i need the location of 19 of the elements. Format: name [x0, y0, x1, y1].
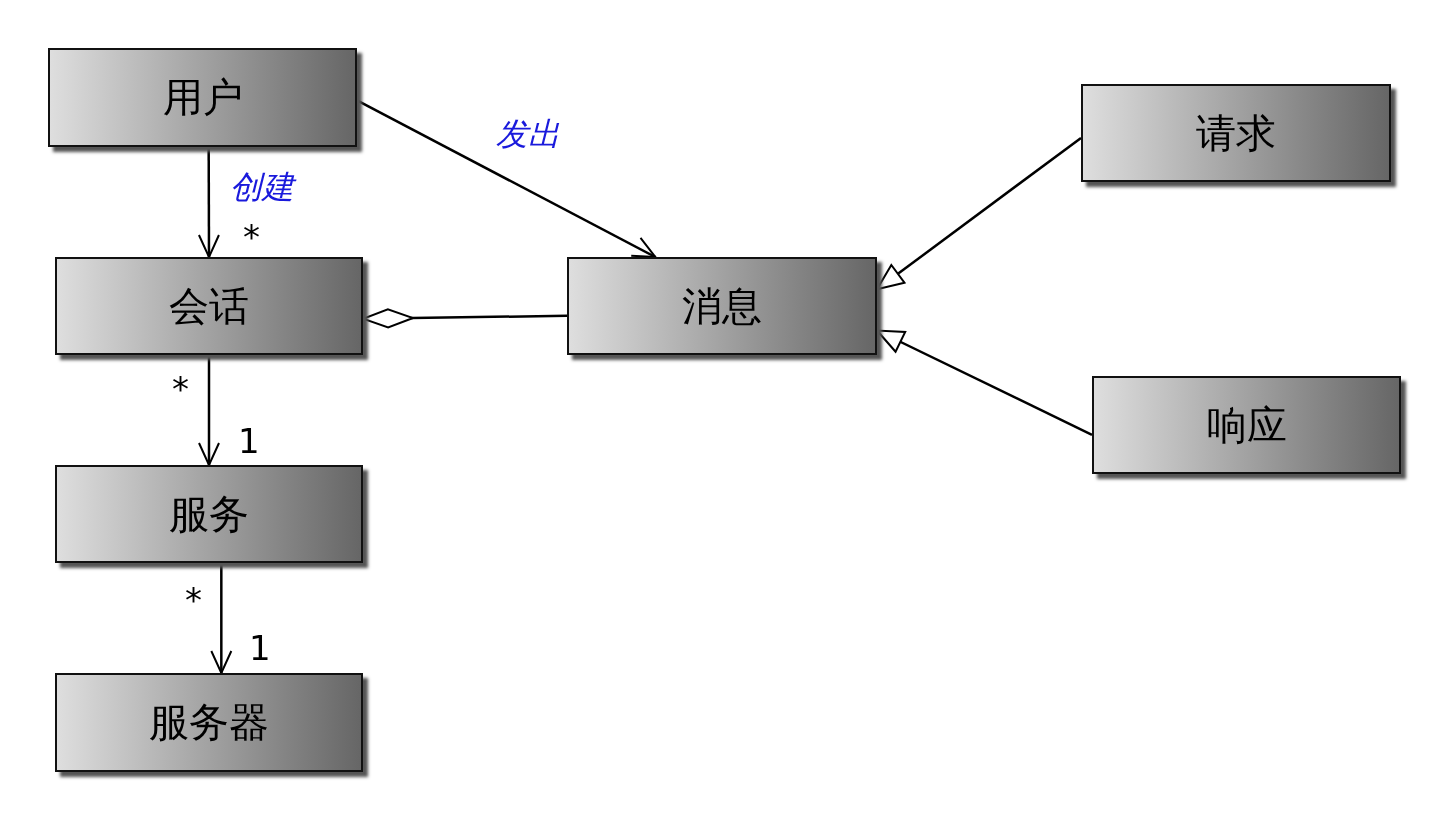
- class-box: 服务: [55, 465, 363, 563]
- multiplicity-label: 1: [249, 631, 271, 665]
- inheritance-arrow: [876, 136, 1082, 291]
- arrow: [210, 563, 233, 674]
- class-box: 消息: [567, 257, 877, 355]
- class-box: 请求: [1081, 84, 1391, 182]
- class-box: 用户: [48, 48, 357, 147]
- class-box: 会话: [55, 257, 363, 355]
- arrow: [356, 99, 657, 259]
- arrow: [198, 355, 220, 466]
- class-box: 服务器: [55, 673, 363, 772]
- multiplicity-label: 1: [238, 424, 260, 458]
- multiplicity-label: *: [243, 220, 260, 254]
- multiplicity-label: *: [172, 372, 189, 406]
- arrow: [197, 147, 220, 258]
- aggregation-line: [362, 308, 567, 329]
- class-box: 响应: [1092, 376, 1401, 474]
- inheritance-arrow: [876, 329, 1093, 436]
- multiplicity-label: *: [185, 583, 202, 617]
